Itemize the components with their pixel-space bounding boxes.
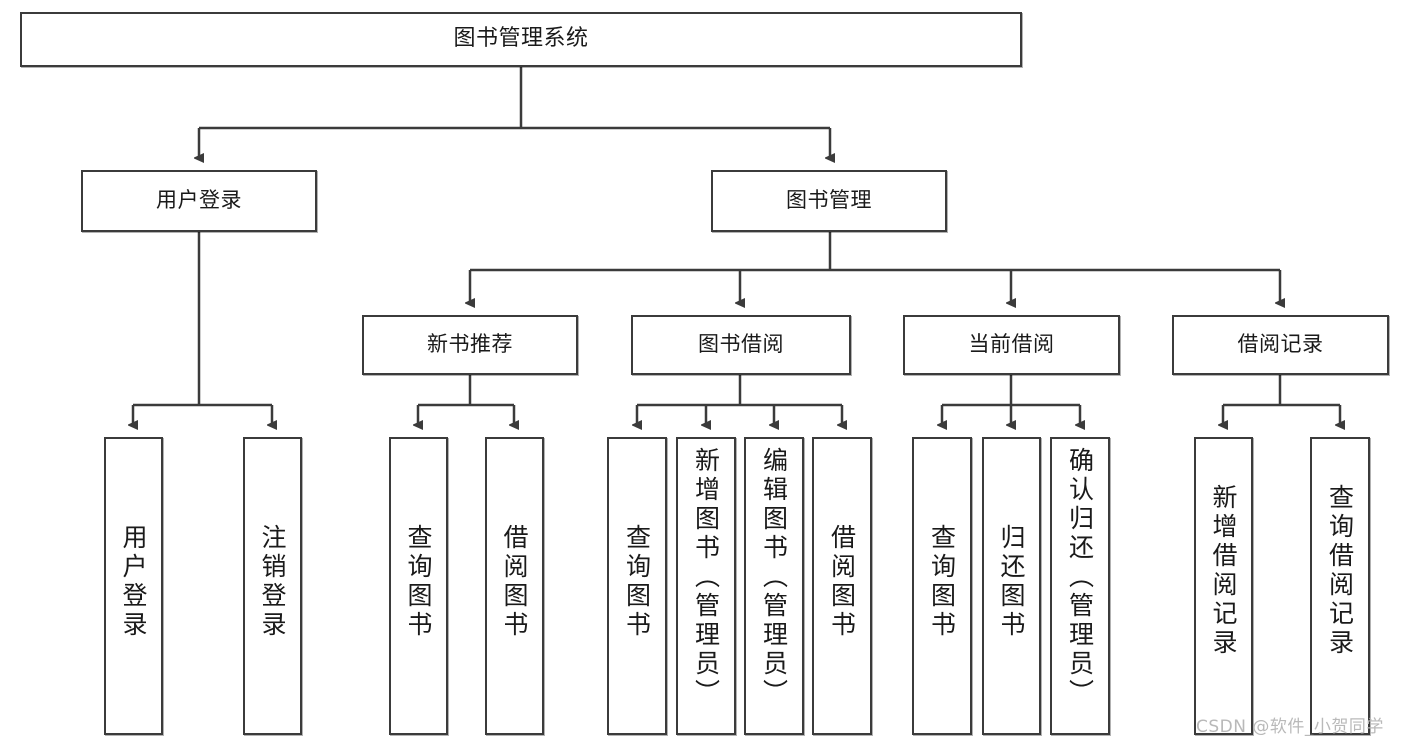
- node-label: 查询图书: [927, 524, 957, 640]
- node-label: 查询借阅记录: [1325, 484, 1355, 658]
- node-label: 图书管理系统: [453, 26, 589, 52]
- node-leaf-confirm-return-admin[interactable]: 确认归还（管理员）: [1050, 437, 1110, 735]
- node-label: 借阅图书: [500, 524, 529, 640]
- node-leaf-add-borrow-record[interactable]: 新增借阅记录: [1194, 437, 1253, 735]
- node-user-login[interactable]: 用户登录: [81, 170, 317, 232]
- node-label: 图书管理: [786, 188, 872, 213]
- node-root-book-management-system[interactable]: 图书管理系统: [20, 12, 1022, 67]
- node-book-borrow[interactable]: 图书借阅: [631, 315, 851, 375]
- node-label: 查询图书: [404, 524, 433, 640]
- node-leaf-borrow-book-2[interactable]: 借阅图书: [812, 437, 872, 735]
- node-borrow-record[interactable]: 借阅记录: [1172, 315, 1389, 375]
- node-label: 注销登录: [258, 524, 287, 640]
- node-leaf-edit-book-admin[interactable]: 编辑图书（管理员）: [744, 437, 804, 735]
- node-leaf-query-book-2[interactable]: 查询图书: [607, 437, 667, 735]
- node-label: 当前借阅: [968, 332, 1055, 357]
- node-label: 归还图书: [997, 524, 1026, 640]
- node-label: 新书推荐: [427, 332, 513, 357]
- node-new-book-recommend[interactable]: 新书推荐: [362, 315, 578, 375]
- node-label: 确认归还（管理员）: [1065, 447, 1095, 708]
- node-label: 借阅图书: [827, 524, 857, 640]
- node-label: 用户登录: [156, 188, 242, 213]
- node-leaf-user-login[interactable]: 用户登录: [104, 437, 163, 735]
- node-leaf-logout-login[interactable]: 注销登录: [243, 437, 302, 735]
- node-label: 查询图书: [622, 524, 652, 640]
- node-label: 用户登录: [119, 524, 148, 640]
- node-label: 编辑图书（管理员）: [759, 447, 789, 708]
- node-label: 新增借阅记录: [1209, 484, 1238, 658]
- node-label: 借阅记录: [1237, 332, 1324, 357]
- node-current-borrow[interactable]: 当前借阅: [903, 315, 1120, 375]
- node-book-manage[interactable]: 图书管理: [711, 170, 947, 232]
- node-label: 新增图书（管理员）: [691, 447, 721, 708]
- node-leaf-query-book-3[interactable]: 查询图书: [912, 437, 972, 735]
- node-leaf-query-borrow-record[interactable]: 查询借阅记录: [1310, 437, 1370, 735]
- node-leaf-query-book-1[interactable]: 查询图书: [389, 437, 448, 735]
- node-label: 图书借阅: [698, 332, 784, 357]
- node-leaf-borrow-book-1[interactable]: 借阅图书: [485, 437, 544, 735]
- node-leaf-return-book[interactable]: 归还图书: [982, 437, 1041, 735]
- node-leaf-add-book-admin[interactable]: 新增图书（管理员）: [676, 437, 736, 735]
